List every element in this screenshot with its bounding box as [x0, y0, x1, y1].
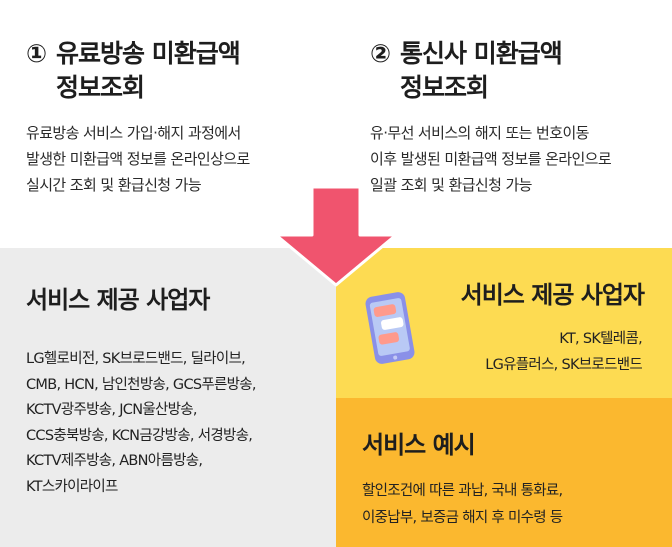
service-example-panel: 서비스 예시 할인조건에 따른 과납, 국내 통화료, 이중납부, 보증금 해지…: [336, 398, 672, 547]
section-description: 유료방송 서비스 가입·해지 과정에서 발생한 미환급액 정보를 온라인상으로 …: [26, 120, 250, 198]
section-title: ② 통신사 미환급액 정보조회: [370, 36, 670, 116]
down-arrow-icon: [274, 185, 398, 287]
providers-list: LG헬로비전, SK브로드밴드, 딜라이브, CMB, HCN, 남인천방송, …: [26, 347, 257, 500]
provider-line: KT, SK텔레콤,: [559, 331, 643, 347]
desc-line: 유·무선 서비스의 해지 또는 번호이동: [370, 124, 589, 142]
providers-list: KT, SK텔레콤, LG유플러스, SK브로드밴드: [485, 326, 643, 378]
section-telecom: ② 통신사 미환급액 정보조회 유·무선 서비스의 해지 또는 번호이동 이후 …: [336, 0, 672, 248]
circled-number-2: ②: [370, 39, 391, 68]
provider-line: KCTV제주방송, ABN아름방송,: [26, 453, 203, 469]
desc-line: 일괄 조회 및 환급신청 가능: [370, 176, 532, 194]
desc-line: 이후 발생된 미환급액 정보를 온라인으로: [370, 150, 612, 168]
example-line: 할인조건에 따른 과납, 국내 통화료,: [362, 483, 563, 499]
example-title: 서비스 예시: [362, 431, 476, 459]
circled-number-1: ①: [26, 39, 47, 68]
desc-line: 실시간 조회 및 환급신청 가능: [26, 176, 202, 194]
desc-line: 발생한 미환급액 정보를 온라인상으로: [26, 150, 250, 168]
smartphone-chat-icon: [365, 292, 415, 364]
provider-line: CCS충북방송, KCN금강방송, 서경방송,: [26, 427, 253, 444]
desc-line: 유료방송 서비스 가입·해지 과정에서: [26, 124, 241, 142]
provider-line: CMB, HCN, 남인천방송, GCS푸른방송,: [26, 376, 257, 393]
example-text: 할인조건에 따른 과납, 국내 통화료, 이중납부, 보증금 해지 후 미수령 …: [362, 478, 563, 532]
providers-title: 서비스 제공 사업자: [26, 286, 210, 314]
title-line-1: 통신사 미환급액: [400, 39, 563, 68]
title-line-2: 정보조회: [56, 73, 145, 102]
example-line: 이중납부, 보증금 해지 후 미수령 등: [362, 510, 563, 526]
section-title: ① 유료방송 미환급액 정보조회: [26, 36, 326, 116]
provider-line: KCTV광주방송, JCN울산방송,: [26, 402, 198, 418]
section-paid-broadcasting: ① 유료방송 미환급액 정보조회 유료방송 서비스 가입·해지 과정에서 발생한…: [0, 0, 336, 248]
title-line-1: 유료방송 미환급액: [56, 39, 241, 68]
section-description: 유·무선 서비스의 해지 또는 번호이동 이후 발생된 미환급액 정보를 온라인…: [370, 120, 612, 198]
provider-line: LG유플러스, SK브로드밴드: [485, 357, 643, 373]
provider-line: KT스카이라이프: [26, 478, 118, 495]
providers-title: 서비스 제공 사업자: [460, 281, 645, 309]
providers-panel-broadcasting: 서비스 제공 사업자 LG헬로비전, SK브로드밴드, 딜라이브, CMB, H…: [0, 248, 336, 547]
provider-line: LG헬로비전, SK브로드밴드, 딜라이브,: [26, 351, 246, 367]
title-line-2: 정보조회: [400, 73, 489, 102]
